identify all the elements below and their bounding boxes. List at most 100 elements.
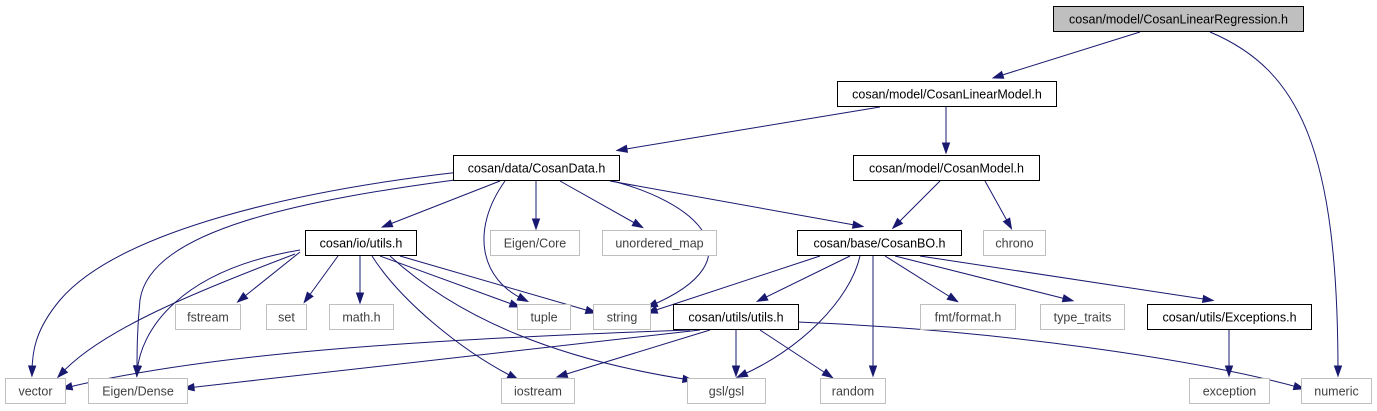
node-label: set [278,311,295,325]
node-box [920,304,1016,330]
node-box [266,304,307,330]
arrowhead [891,217,904,230]
arrowhead [615,144,629,153]
edge-line [384,180,501,227]
arrowhead [735,369,749,378]
edge-line [559,329,711,377]
node-label: gsl/gsl [709,385,744,399]
arrowhead [27,365,37,378]
node-type-traits[interactable]: type_traits [1040,304,1125,330]
edge-linear-model-to-model [941,107,951,155]
edge-data-to-base-bo [609,180,865,229]
node-label: cosan/utils/utils.h [688,311,783,325]
node-cosan-data[interactable]: cosan/data/CosanData.h [453,155,620,181]
edge-data-to-unordered-map [559,180,644,229]
node-label: iostream [514,385,562,399]
node-vector[interactable]: vector [5,378,66,404]
arrowhead [755,292,769,302]
node-fmt-format[interactable]: fmt/format.h [920,304,1016,330]
node-exception[interactable]: exception [1189,378,1270,404]
node-box [305,230,417,256]
edge-line [399,255,594,313]
node-box [602,230,717,256]
edge-data-to-eigen-dense [132,177,471,378]
edge-data-to-io-utils [380,180,501,228]
edge-line [619,106,881,151]
node-cosan-utils-exceptions[interactable]: cosan/utils/Exceptions.h [1147,304,1312,330]
node-cosan-base-bo[interactable]: cosan/base/CosanBO.h [797,230,962,256]
arrowhead [631,218,644,229]
node-label: math.h [342,311,380,325]
edge-base-bo-to-random [868,256,878,378]
node-box [5,378,66,404]
node-chrono[interactable]: chrono [983,230,1046,256]
node-random[interactable]: random [820,378,886,404]
arrowhead [303,291,314,304]
arrowhead [941,142,951,155]
arrowhead [56,366,69,379]
node-box [1189,378,1270,404]
edge-line [649,255,821,313]
arrowhead [380,219,394,228]
node-box [593,304,651,330]
arrowhead [1002,217,1013,230]
edge-model-to-base-bo [891,180,941,230]
node-numeric[interactable]: numeric [1301,378,1372,404]
node-box [673,304,799,330]
node-label: cosan/utils/Exceptions.h [1162,311,1296,325]
node-box [453,155,620,181]
node-io-utils[interactable]: cosan/io/utils.h [305,230,417,256]
arrowhead [516,292,530,303]
node-string[interactable]: string [593,304,651,330]
node-cosan-utils-utils[interactable]: cosan/utils/utils.h [673,304,799,330]
edge-line [239,251,301,301]
node-box [1301,378,1372,404]
edge-root-to-numeric [1209,31,1343,378]
edge-line [59,253,296,376]
edge-line [894,255,1071,301]
node-box [1147,304,1312,330]
node-math-h[interactable]: math.h [329,304,394,330]
edge-utils-utils-to-iostream [555,329,711,378]
node-box [88,378,188,404]
node-label: cosan/io/utils.h [320,237,403,251]
node-iostream[interactable]: iostream [501,378,575,404]
edge-root-to-linear-model [991,31,1141,79]
node-cosan-linear-regression[interactable]: cosan/model/CosanLinearRegression.h [1053,6,1304,32]
node-unordered-map[interactable]: unordered_map [602,230,717,256]
edge-linear-model-to-data [615,106,881,153]
node-label: cosan/model/CosanLinearModel.h [852,88,1042,102]
arrowhead [731,365,741,378]
edge-io-utils-to-set [303,255,339,304]
node-label: exception [1203,385,1257,399]
edge-io-utils-to-math [355,256,365,305]
node-eigen-dense[interactable]: Eigen/Dense [88,378,188,404]
node-fstream[interactable]: fstream [175,304,241,330]
node-cosan-model[interactable]: cosan/model/CosanModel.h [853,155,1040,181]
edge-base-bo-to-exceptions [919,255,1215,304]
edge-io-utils-to-eigen-dense [133,249,301,378]
node-cosan-linear-model[interactable]: cosan/model/CosanLinearModel.h [837,81,1057,107]
node-label: cosan/base/CosanBO.h [813,237,945,251]
edge-base-bo-to-fmt-format [884,255,959,303]
node-label: fmt/format.h [935,311,1002,325]
node-label: unordered_map [615,237,703,251]
arrowhead [1224,365,1234,378]
node-box [175,304,241,330]
edge-line [64,329,691,389]
node-label: cosan/data/CosanData.h [468,162,606,176]
arrowhead [236,292,249,303]
node-tuple[interactable]: tuple [517,304,571,330]
edge-line [984,180,1011,227]
node-label: Eigen/Dense [102,385,174,399]
node-box [490,230,580,256]
node-eigen-core[interactable]: Eigen/Core [490,230,580,256]
edge-line [136,177,471,374]
edge-line [305,255,339,301]
node-set[interactable]: set [266,304,307,330]
node-label: Eigen/Core [504,237,567,251]
edge-data-to-eigen-core [531,181,541,231]
node-label: vector [18,385,52,399]
node-gsl-gsl[interactable]: gsl/gsl [687,378,766,404]
arrowhead [821,368,834,379]
